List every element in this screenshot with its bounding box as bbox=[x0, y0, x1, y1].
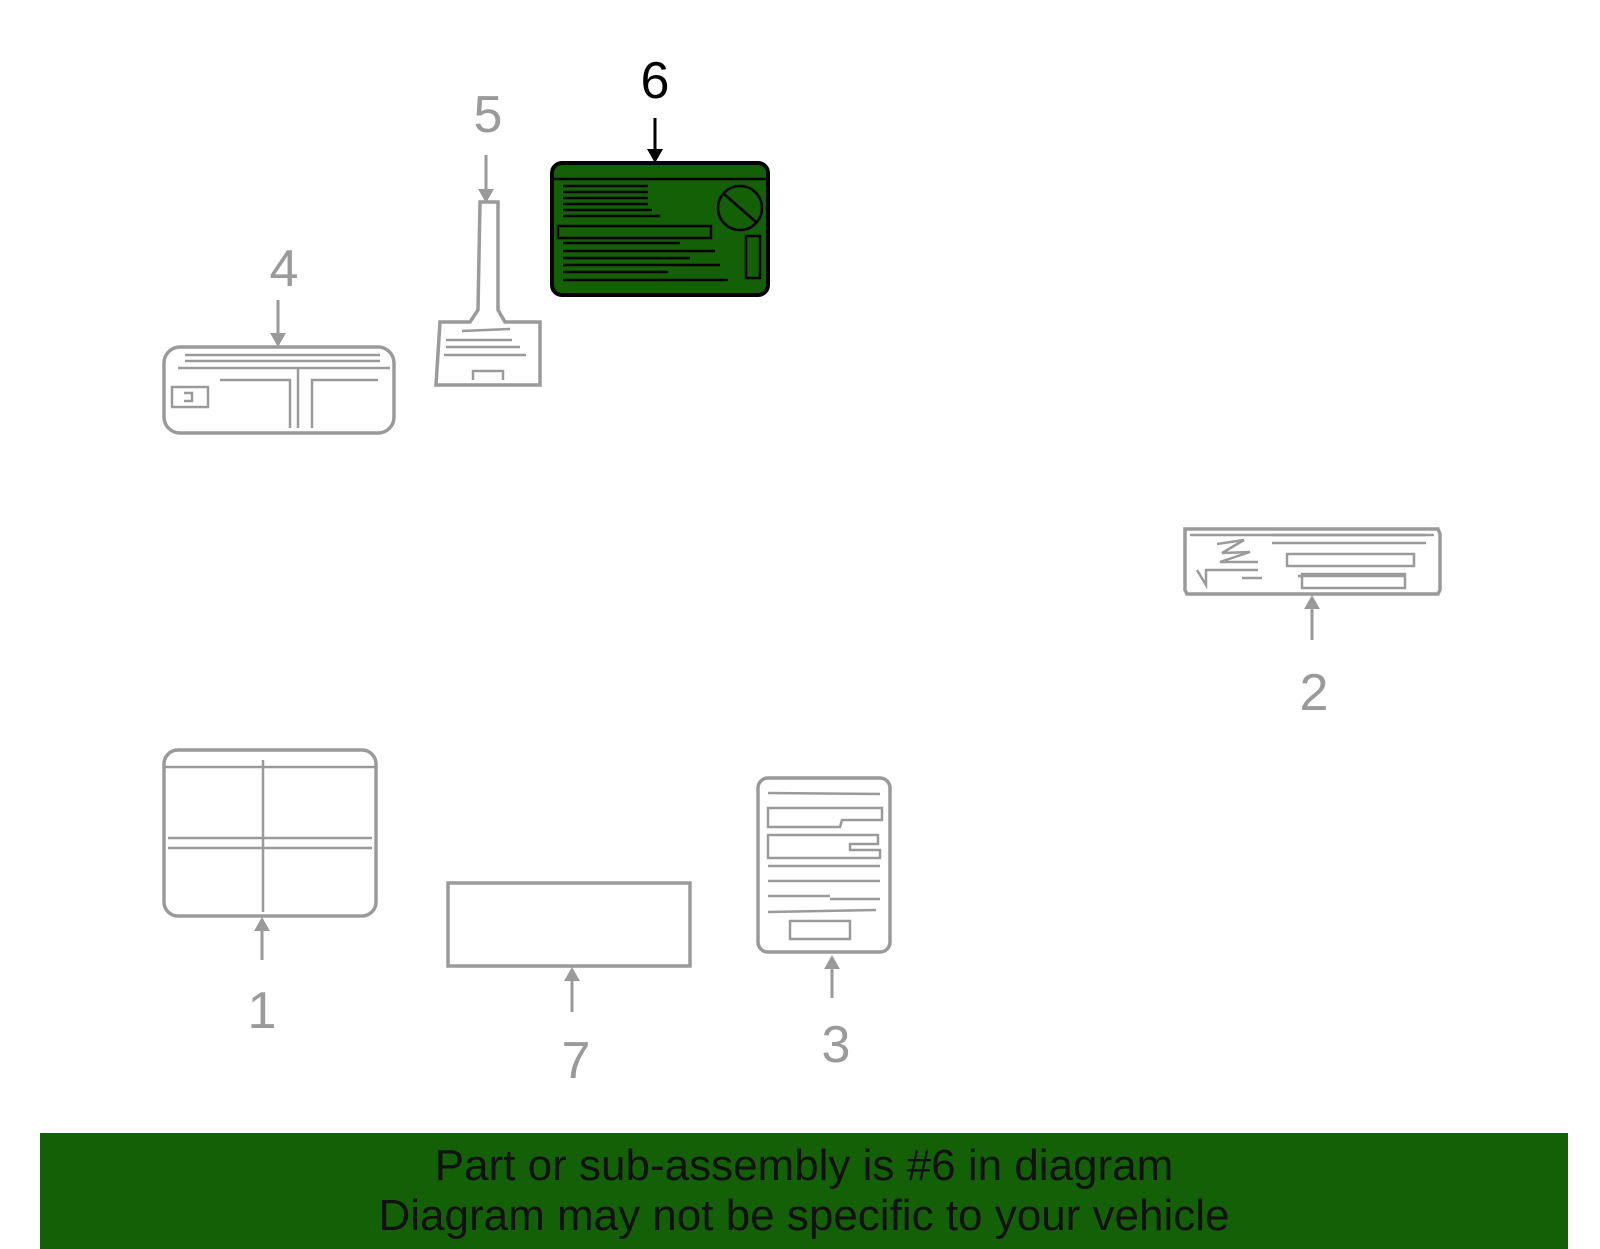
callout-2: 2 bbox=[1300, 595, 1329, 722]
callout-4: 4 bbox=[270, 240, 299, 347]
callout-6-arrow-head bbox=[647, 149, 663, 163]
callout-3: 3 bbox=[822, 955, 851, 1074]
callout-3-arrow-head bbox=[824, 955, 840, 969]
svg-text:2: 2 bbox=[1300, 664, 1329, 722]
callout-6: 6 bbox=[641, 52, 670, 163]
part-3-label-sticker[interactable] bbox=[756, 776, 892, 954]
callout-5-arrow-head bbox=[478, 189, 494, 203]
callout-4-arrow-head bbox=[270, 333, 286, 347]
svg-text:7: 7 bbox=[562, 1032, 591, 1090]
callout-1-arrow-head bbox=[254, 917, 270, 931]
part-7-blank-label[interactable] bbox=[446, 881, 692, 968]
diagram-notice-banner: Part or sub-assembly is #6 in diagram Di… bbox=[40, 1133, 1568, 1249]
banner-line-part-number: Part or sub-assembly is #6 in diagram bbox=[434, 1141, 1174, 1190]
svg-text:5: 5 bbox=[474, 86, 503, 144]
part-1-label-sticker[interactable] bbox=[162, 748, 378, 918]
svg-text:3: 3 bbox=[822, 1016, 851, 1074]
svg-text:1: 1 bbox=[248, 982, 277, 1040]
banner-line-disclaimer: Diagram may not be specific to your vehi… bbox=[378, 1191, 1230, 1240]
callout-5: 5 bbox=[474, 86, 503, 203]
callout-2-arrow-head bbox=[1304, 595, 1320, 609]
callout-1: 1 bbox=[248, 917, 277, 1040]
callout-7-arrow-head bbox=[564, 967, 580, 981]
part-4-label-sticker[interactable] bbox=[162, 345, 396, 435]
part-2-label-sticker[interactable] bbox=[1183, 527, 1442, 596]
banner-background bbox=[40, 1133, 1568, 1249]
svg-text:6: 6 bbox=[641, 52, 670, 110]
callout-7: 7 bbox=[562, 967, 591, 1090]
part-6-info-label-highlighted[interactable] bbox=[550, 161, 770, 297]
part-5-hang-tag[interactable] bbox=[434, 200, 542, 387]
svg-text:4: 4 bbox=[270, 240, 299, 298]
